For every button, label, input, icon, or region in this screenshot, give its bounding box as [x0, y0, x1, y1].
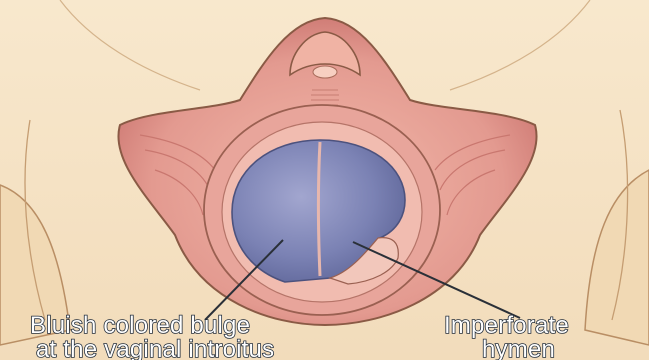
bulge-label-line1: Bluish colored bulge [30, 312, 250, 339]
bluish-bulge [232, 140, 405, 284]
hymen-label-line2: hymen [482, 336, 555, 360]
hymen-label-line1: Imperforate [444, 312, 569, 339]
bulge-label-line2: at the vaginal introitus [36, 336, 274, 360]
